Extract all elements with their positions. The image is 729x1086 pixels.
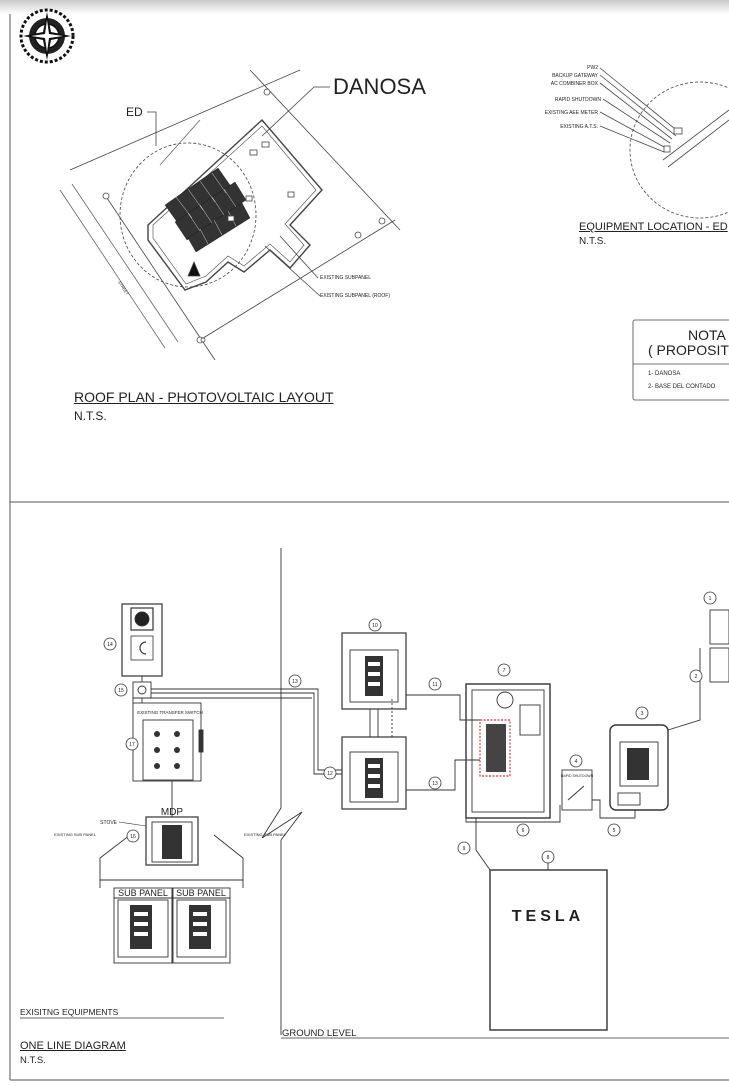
equipment-location-scale: N.T.S. [579, 236, 607, 247]
roof-plan-drawing [59, 69, 401, 361]
stove-label: STOVE [100, 820, 118, 826]
callout-17: 17 [129, 742, 135, 748]
one-line-diagram-scale: N.T.S. [20, 1055, 46, 1066]
callout-14: 14 [107, 642, 113, 648]
callout-10: 10 [372, 623, 378, 629]
solar-panel-array [164, 167, 251, 253]
notes-subtitle: ( PROPOSIT [648, 342, 729, 358]
callout-1: 1 [709, 596, 712, 602]
notes-box [632, 319, 729, 401]
callout-3: 3 [641, 711, 644, 717]
callout-5: 5 [613, 828, 616, 834]
callout-13a: 13 [292, 679, 298, 685]
equip-label-backup-gateway: BACKUP GATEWAY [552, 73, 599, 79]
callout-13b: 13 [432, 781, 438, 787]
existing-equipments-label: EXISITNG EQUIPMENTS [20, 1007, 119, 1017]
callout-numbers: 1 2 3 4 5 6 7 8 9 10 11 12 13 13 14 15 1… [107, 596, 711, 861]
street-label: STREET [117, 280, 130, 297]
ground-level-label: GROUND LEVEL [282, 1028, 356, 1039]
sheet-frame [9, 14, 729, 1081]
callout-15: 15 [118, 688, 124, 694]
mdp-label: MDP [161, 807, 184, 818]
panel-breaker-slots [134, 662, 380, 936]
equipment-location-title: EQUIPMENT LOCATION - ED [579, 221, 728, 233]
tesla-logo: TESLA [512, 908, 584, 925]
existing-subpanel-label: EXISTING SUBPANEL [320, 275, 371, 281]
sub-panel-1-label: SUB PANEL [118, 888, 168, 898]
existing-sub-panel-left-label: EXISTING SUB PANEL [54, 832, 97, 837]
equip-label-ats: EXISTING A.T.S. [560, 124, 598, 130]
callout-6: 6 [522, 828, 525, 834]
notes-item-1: 1- DANOSA [648, 371, 680, 377]
equipment-location-drawing [599, 67, 729, 219]
callout-12: 12 [327, 771, 333, 777]
callout-11: 11 [432, 682, 437, 688]
equip-label-rapid-shutdown: RAPID SHUTDOWN [555, 97, 602, 103]
roof-plan-title: ROOF PLAN - PHOTOVOLTAIC LAYOUT [74, 389, 334, 405]
callout-7: 7 [503, 668, 506, 674]
sub-panel-2-label: SUB PANEL [176, 888, 226, 898]
notes-item-2: 2- BASE DEL CONTADO [648, 384, 716, 390]
rapid-shutdown-label: RAPID SHUTDOWN [561, 774, 594, 778]
existing-transfer-switch-label: EXISTING TRANSFER SWITCH [137, 710, 202, 715]
equip-label-aee-meter: EXISTING AEE METER [545, 110, 599, 116]
equip-label-ac-combiner: AC COMBINER BOX [551, 81, 599, 87]
existing-sub-panel-right-label: EXISTING SUB PANEL [244, 832, 287, 837]
callout-bubbles [103, 591, 717, 864]
callout-8: 8 [547, 855, 550, 861]
ed-label: ED [126, 105, 143, 119]
roof-brand-label: DANOSA [333, 74, 426, 99]
callout-16: 16 [130, 834, 136, 840]
panel-breakers [130, 656, 649, 949]
roof-plan-scale: N.T.S. [74, 409, 107, 423]
equip-label-pw2: PW2 [587, 65, 598, 71]
callout-9: 9 [463, 846, 466, 852]
callout-2: 2 [695, 674, 698, 680]
one-line-diagram [20, 548, 729, 1039]
one-line-diagram-title: ONE LINE DIAGRAM [20, 1040, 126, 1052]
callout-4: 4 [575, 759, 578, 765]
compass-logo-icon [19, 8, 75, 64]
notes-title: NOTA [688, 327, 727, 343]
existing-subpanel-roof-label: EXISTING SUBPANEL (ROOF) [320, 293, 390, 299]
